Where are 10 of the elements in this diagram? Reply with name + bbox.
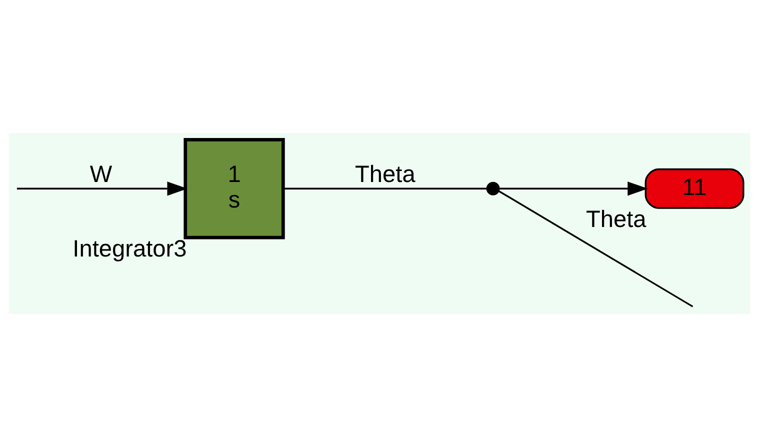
- connector: [498, 190, 694, 307]
- arrow: [500, 181, 648, 196]
- connector: [283, 187, 487, 189]
- edge-label: W: [90, 162, 112, 188]
- node-box: 11: [644, 168, 744, 208]
- node-circle: [486, 181, 500, 195]
- node-label: Theta: [586, 206, 646, 232]
- edge-label: Theta: [354, 162, 416, 188]
- arrow: [16, 181, 188, 196]
- node-box: 1 s: [184, 138, 285, 239]
